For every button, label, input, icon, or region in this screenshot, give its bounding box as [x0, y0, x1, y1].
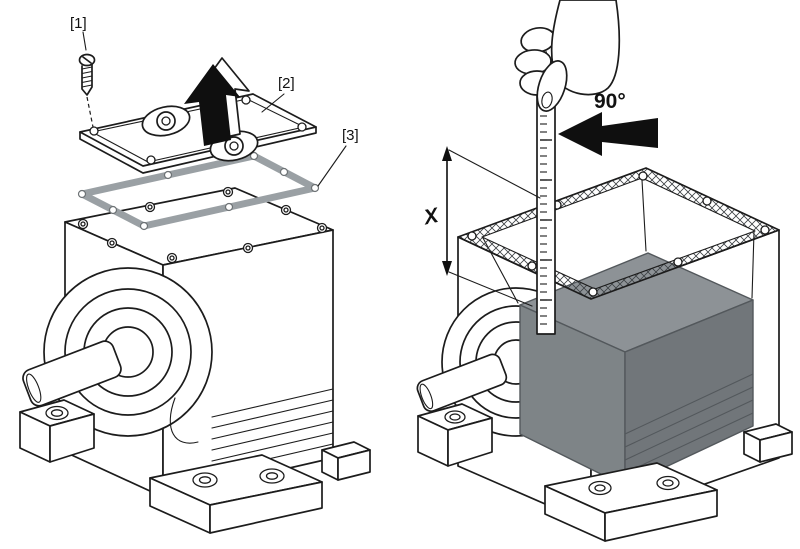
gasket: [77, 151, 320, 231]
left-base-plate: [149, 454, 323, 534]
angle-annotation: 90°: [558, 90, 658, 156]
output-shaft: [22, 340, 122, 407]
angle-arrow-icon: [558, 112, 658, 156]
flange-bolt-holes: [77, 186, 328, 264]
hand: [514, 0, 621, 112]
output-shaft: [416, 353, 508, 413]
screw-alignment-line: [86, 96, 94, 128]
right-gear-unit: 90° X: [416, 0, 793, 542]
left-gear-unit: [1] [2] [3]: [19, 15, 371, 534]
dimension-label: X: [421, 204, 442, 230]
thumb: [536, 60, 568, 112]
left-mounting-foot-front: [19, 399, 95, 463]
dimension-arrowhead-bottom: [442, 261, 452, 276]
callouts: [1] [2] [3]: [70, 15, 359, 187]
cover-plate: [79, 93, 317, 174]
fastening-screw: [78, 53, 96, 128]
oil-fill: [519, 252, 754, 487]
callout-3-label: [3]: [342, 127, 359, 144]
callout-2-leader: [261, 93, 285, 113]
cooling-fins: [211, 388, 334, 473]
extension-line-top: [448, 149, 541, 199]
removal-arrow-icon: [184, 57, 250, 146]
left-mounting-foot-rear: [321, 441, 371, 481]
palm: [550, 0, 621, 96]
right-base-plate: [544, 462, 718, 542]
callout-1-leader: [82, 31, 87, 51]
angle-label: 90°: [594, 90, 626, 113]
callout-3-leader: [317, 145, 347, 187]
drain-detail: [169, 397, 199, 444]
callout-2-label: [2]: [278, 75, 295, 92]
cover-boss-1: [141, 105, 191, 137]
dimension-arrowhead-top: [442, 146, 452, 161]
right-mounting-foot-rear: [743, 423, 793, 463]
extension-line-bottom: [448, 271, 533, 307]
right-mounting-foot-front: [417, 403, 493, 467]
callout-1-label: [1]: [70, 15, 87, 32]
